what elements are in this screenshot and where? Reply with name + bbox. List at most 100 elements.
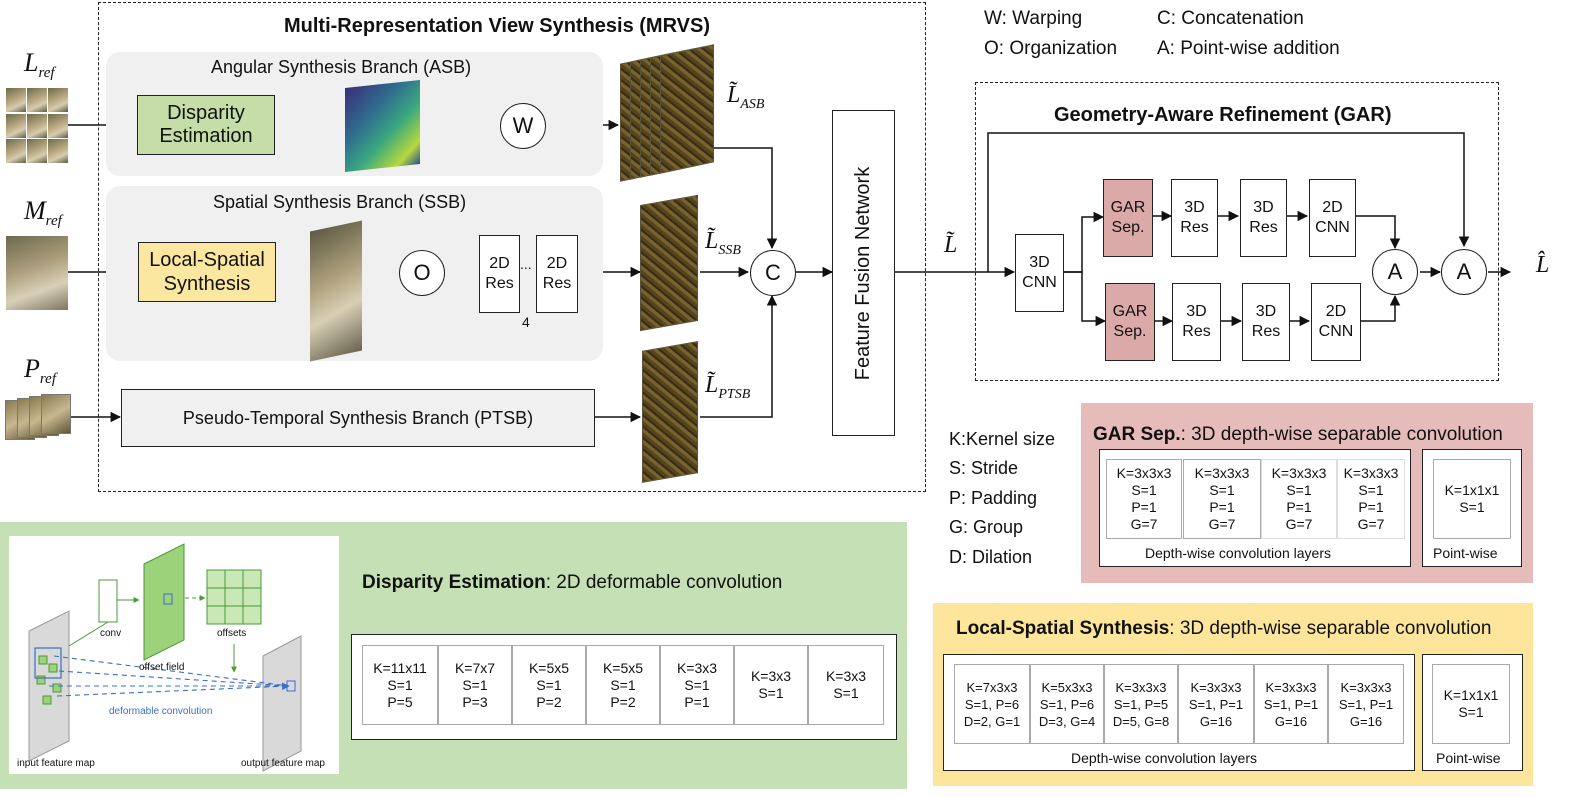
disparity-layer-6: K=3x3 S=1 (734, 645, 808, 725)
fig-offsets-label: offsets (217, 628, 247, 639)
disparity-estimation-block: Disparity Estimation (137, 95, 275, 155)
local-spatial-layer-3: K=3x3x3 S=1, P=5 D=5, G=8 (1104, 664, 1178, 744)
local-spatial-layer-1: K=7x3x3 S=1, P=6 D=2, G=1 (954, 664, 1030, 744)
ptsb-block: Pseudo-Temporal Synthesis Branch (PTSB) (121, 389, 595, 447)
fig-conv-label: conv (100, 628, 122, 639)
local-spatial-layer-4: K=3x3x3 S=1, P=1 G=16 (1178, 664, 1254, 744)
local-spatial-depthwise-label: Depth-wise convolution layers (1071, 750, 1257, 766)
mref-image (6, 236, 68, 310)
gar-sep-layer-1: K=3x3x3 S=1 P=1 G=7 (1106, 459, 1182, 539)
disparity-layer-2: K=7x7 S=1 P=3 (438, 645, 512, 725)
disparity-layer-7: K=3x3 S=1 (808, 645, 884, 725)
local-spatial-title: Local-Spatial Synthesis: 3D depth-wise s… (956, 618, 1492, 639)
gar-title: Geometry-Aware Refinement (GAR) (1054, 104, 1392, 126)
input-lref-label: Lref (24, 48, 55, 82)
gar-sep-layer-2: K=3x3x3 S=1 P=1 G=7 (1183, 459, 1261, 539)
gar-region (975, 82, 1499, 381)
warp-op: W (500, 103, 546, 149)
gar-2d-cnn-top: 2D CNN (1309, 179, 1356, 257)
disparity-map-image (345, 80, 420, 172)
feature-fusion-label: Feature Fusion Network (852, 166, 875, 380)
add-op-2: A (1441, 249, 1487, 295)
lref-view-thumbnail (27, 113, 47, 138)
gar-sep-title: GAR Sep.: 3D depth-wise separable convol… (1093, 424, 1503, 445)
fig-deformable-label: deformable convolution (109, 706, 213, 717)
lref-view-thumbnail (27, 139, 47, 163)
lref-view-thumbnail (48, 113, 68, 138)
gar-3d-res-top-1: 3D Res (1171, 179, 1218, 257)
disparity-layer-3: K=5x5 S=1 P=2 (512, 645, 586, 725)
pref-image-stack (5, 394, 71, 442)
disparity-layer-4: K=5x5 S=1 P=2 (586, 645, 660, 725)
light-field-view-layer (660, 44, 714, 174)
local-spatial-layer-2: K=5x3x3 S=1, P=6 D=3, G=4 (1030, 664, 1104, 744)
lref-view-thumbnail (6, 113, 26, 138)
ssb-repeat-count: 4 (522, 314, 530, 330)
lref-image-grid (6, 88, 68, 164)
ptsb-output-stack (642, 341, 700, 486)
asb-output-stack (620, 44, 720, 188)
param-dilation: D: Dilation (949, 546, 1033, 567)
gar-sep-pointwise-label: Point-wise (1433, 545, 1498, 561)
local-spatial-pointwise-layer: K=1x1x1 S=1 (1432, 664, 1510, 744)
ssb-output-stack (640, 194, 700, 332)
local-spatial-synthesis-block: Local-Spatial Synthesis (138, 242, 276, 302)
add-op-1: A (1372, 249, 1418, 295)
gar-sep-bottom: GAR Sep. (1105, 283, 1155, 361)
param-group: G: Group (949, 517, 1024, 538)
lref-view-thumbnail (6, 139, 26, 163)
local-spatial-pointwise-label: Point-wise (1436, 750, 1501, 766)
legend-concatenation: C: Concatenation (1157, 8, 1304, 29)
gar-sep-layer-4: K=3x3x3 S=1 P=1 G=7 (1337, 459, 1405, 539)
feature-fusion-block: Feature Fusion Network (832, 110, 895, 436)
deformable-conv-illustration (28, 543, 302, 772)
deformable-conv-figure: conv offset field offsets deformable con… (9, 536, 339, 774)
fig-input-map-label: input feature map (17, 758, 95, 769)
gar-3d-res-top-2: 3D Res (1240, 179, 1287, 257)
input-mref-label: Mref (24, 196, 62, 230)
disparity-layer-5: K=3x3 S=1 P=1 (660, 645, 734, 725)
input-pref-label: Pref (24, 354, 56, 388)
ssb-res-ellipsis: ... (520, 256, 532, 272)
fused-output-label: L̃ (944, 232, 958, 258)
param-stride: S: Stride (949, 458, 1019, 479)
legend-organization: O: Organization (984, 38, 1118, 59)
mrvs-title: Multi-Representation View Synthesis (MRV… (284, 15, 711, 37)
fig-output-map-label: output feature map (241, 758, 325, 769)
gar-sep-pointwise-layer: K=1x1x1 S=1 (1433, 459, 1511, 539)
disparity-layer-1: K=11x11 S=1 P=5 (362, 645, 438, 725)
ptsb-output-label: L̃PTSB (705, 372, 751, 402)
ssb-2d-res-2: 2D Res (536, 235, 578, 313)
param-padding: P: Padding (949, 487, 1038, 508)
organization-op: O (399, 250, 445, 296)
gar-3d-cnn: 3D CNN (1015, 234, 1064, 312)
ssb-output-label: L̃SSB (705, 228, 741, 258)
gar-sep-top: GAR Sep. (1103, 179, 1153, 257)
lref-view-thumbnail (48, 88, 68, 112)
light-field-view-layer (642, 341, 698, 483)
final-output-label: L̂ (1536, 252, 1550, 278)
disparity-title: Disparity Estimation: 2D deformable conv… (362, 572, 783, 593)
gar-2d-cnn-bottom: 2D CNN (1311, 283, 1361, 361)
fig-offset-field-label: offset field (139, 662, 185, 673)
param-legend: K:Kernel size S: Stride P: Padding G: Gr… (949, 425, 1055, 572)
gar-3d-res-bottom-1: 3D Res (1172, 283, 1221, 361)
legend-addition: A: Point-wise addition (1157, 38, 1340, 59)
lref-view-thumbnail (27, 88, 47, 112)
asb-output-label: L̃ASB (727, 82, 765, 112)
ssb-2d-res-1: 2D Res (479, 235, 520, 313)
light-field-view-layer (640, 194, 698, 332)
mrvs-region (98, 2, 926, 492)
lref-view-thumbnail (48, 139, 68, 163)
gar-sep-depthwise-label: Depth-wise convolution layers (1145, 545, 1331, 561)
ssb-intermediate-image (310, 220, 362, 362)
ssb-title: Spatial Synthesis Branch (SSB) (213, 192, 467, 212)
asb-title: Angular Synthesis Branch (ASB) (211, 57, 472, 77)
local-spatial-layer-5: K=3x3x3 S=1, P=1 G=16 (1254, 664, 1328, 744)
gar-sep-layer-3: K=3x3x3 S=1 P=1 G=7 (1261, 459, 1337, 539)
legend-warping: W: Warping (984, 8, 1083, 29)
param-kernel: K:Kernel size (949, 429, 1056, 449)
local-spatial-layer-6: K=3x3x3 S=1, P=1 G=16 (1328, 664, 1404, 744)
concat-op: C (750, 250, 796, 296)
